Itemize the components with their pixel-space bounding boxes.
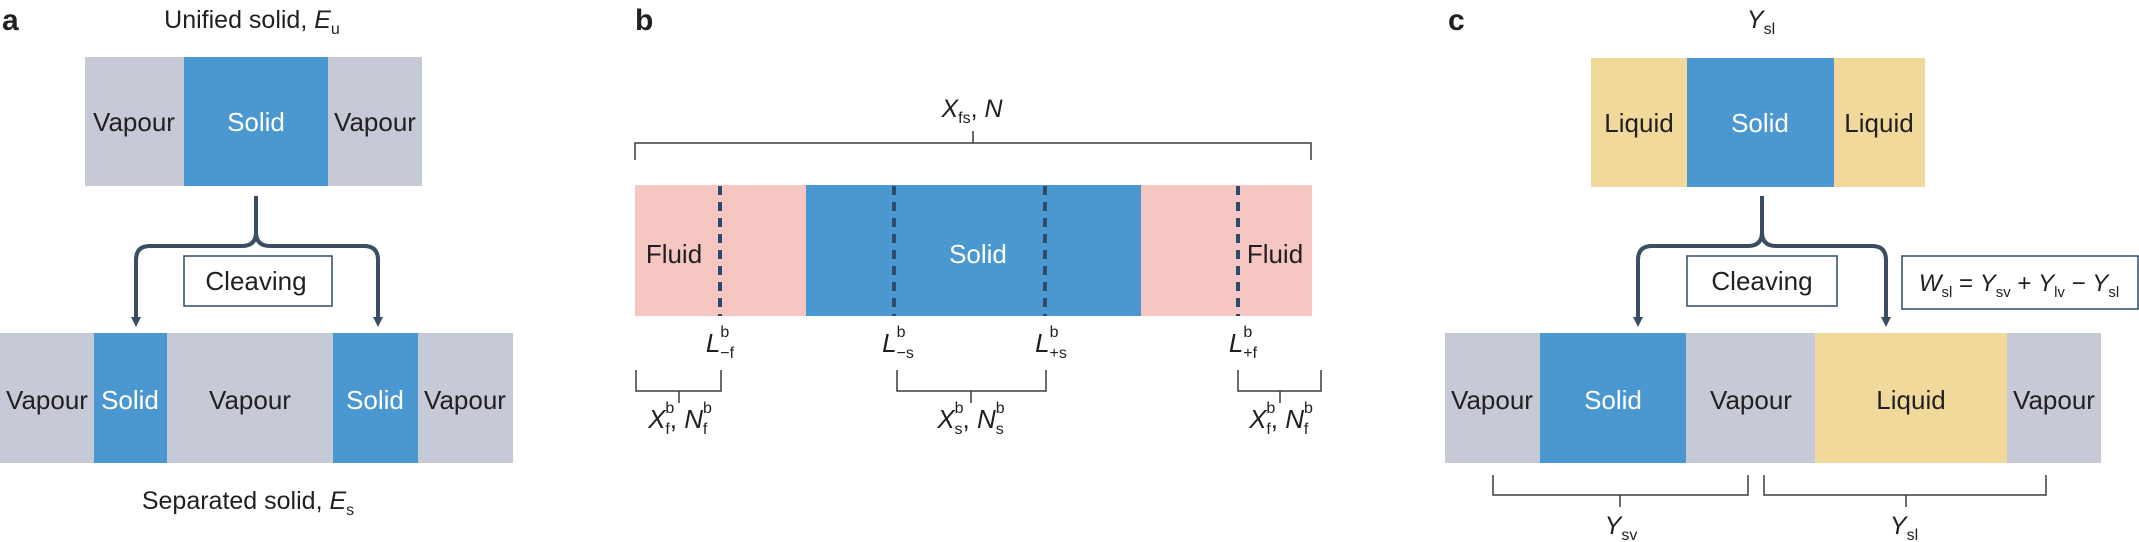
L-plus-s-label: Lb+s [1035, 324, 1067, 362]
block-label: Vapour [424, 385, 506, 415]
Ysl-label: Ysl [1890, 512, 1918, 542]
right-split-arrow [254, 231, 383, 327]
vapour-block [0, 333, 94, 463]
liquid-block [1834, 58, 1925, 187]
block-label: Vapour [6, 385, 88, 415]
block-label: Fluid [646, 239, 702, 269]
vapour-block [85, 57, 184, 186]
vapour-block [167, 333, 333, 463]
block-label: Solid [227, 107, 285, 137]
left-fluid-brace [635, 370, 722, 403]
solid-brace [896, 370, 1047, 403]
block-label: Vapour [334, 107, 416, 137]
block-label: Vapour [1451, 385, 1533, 415]
block-label: Vapour [1710, 385, 1792, 415]
vapour-block [328, 57, 422, 186]
panel-a-title: Unified solid, Eu [164, 6, 340, 38]
solid-block [94, 333, 167, 463]
fluid-block [1141, 185, 1312, 316]
right-fluid-brace [1237, 370, 1322, 403]
cleaving-label: Cleaving [205, 266, 306, 296]
vapour-block [2007, 333, 2101, 463]
panel-b: b Xfs, N Fluid Solid Fluid Lb−f Lb−s Lb+… [634, 4, 1322, 438]
panel-c-title: Ysl [1747, 6, 1775, 38]
panel-c-letter: c [1448, 4, 1465, 37]
block-label: Solid [949, 239, 1007, 269]
panel-a-bottom-label: Separated solid, Es [142, 487, 354, 519]
vapour-block [1686, 333, 1815, 463]
work-of-adhesion-equation: Wsl = Ysv + Ylv − Ysl [1919, 270, 2119, 301]
panel-c: c Ysl Liquid Solid Liquid Cleaving Wsl =… [1445, 4, 2139, 542]
cleaving-box [1686, 255, 1838, 307]
block-label: Solid [346, 385, 404, 415]
cleaving-box [183, 255, 333, 307]
panel-b-letter: b [635, 4, 653, 37]
L-minus-s-label: Lb−s [882, 324, 914, 362]
solid-block [806, 185, 1141, 316]
block-label: Liquid [1876, 385, 1945, 415]
L-plus-f-label: Lb+f [1229, 324, 1258, 362]
vapour-block [1445, 333, 1540, 463]
L-minus-f-label: Lb−f [706, 324, 735, 362]
cleaving-label: Cleaving [1711, 266, 1812, 296]
Ysv-label: Ysv [1605, 512, 1638, 542]
block-label: Vapour [2013, 385, 2095, 415]
Ysv-brace [1492, 475, 1749, 507]
top-brace [634, 131, 1312, 160]
liquid-block [1815, 333, 2007, 463]
liquid-block [1591, 58, 1687, 187]
block-label: Solid [1584, 385, 1642, 415]
block-label: Liquid [1604, 108, 1673, 138]
right-split-arrow [1760, 231, 1891, 327]
panel-a: a Unified solid, Eu Vapour Solid Vapour … [0, 4, 513, 519]
panel-a-letter: a [2, 4, 19, 37]
block-label: Liquid [1844, 108, 1913, 138]
solid-block [184, 57, 328, 186]
block-label: Fluid [1247, 239, 1303, 269]
top-brace-label: Xfs, N [940, 95, 1003, 127]
block-label: Solid [101, 385, 159, 415]
block-label: Vapour [93, 107, 175, 137]
solid-block [1687, 58, 1834, 187]
boundary-lines [718, 186, 1240, 316]
block-label: Vapour [209, 385, 291, 415]
solid-block [1540, 333, 1686, 463]
block-label: Solid [1731, 108, 1789, 138]
work-of-adhesion-box [1901, 255, 2139, 310]
solid-block [333, 333, 418, 463]
vapour-block [418, 333, 513, 463]
Ysl-brace [1763, 475, 2047, 507]
